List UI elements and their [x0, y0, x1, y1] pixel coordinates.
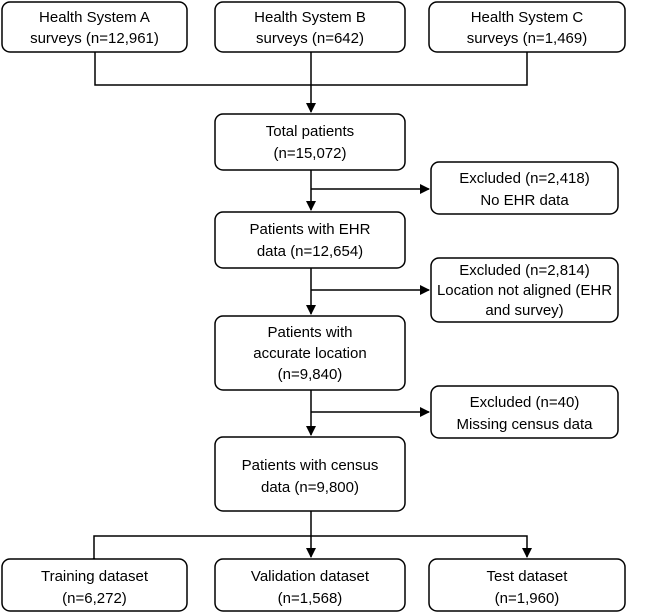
excluded-location-line1: Excluded (n=2,814)	[459, 262, 590, 279]
excluded-ehr-box: Excluded (n=2,418) No EHR data	[430, 161, 619, 215]
source-box-c: Health System C surveys (n=1,469)	[428, 1, 626, 53]
training-dataset-box: Training dataset (n=6,272)	[1, 558, 188, 612]
total-line1: Total patients	[266, 123, 354, 140]
excluded-census-line2: Missing census data	[457, 416, 594, 433]
source-box-a: Health System A surveys (n=12,961)	[1, 1, 188, 53]
with-ehr-box: Patients with EHR data (n=12,654)	[214, 211, 406, 269]
total-patients-box: Total patients (n=15,072)	[214, 113, 406, 171]
accurate-location-line1: Patients with	[267, 324, 352, 341]
excluded-location-line2: Location not aligned (EHR	[437, 282, 612, 299]
source-b-line2: surveys (n=642)	[256, 30, 364, 47]
with-ehr-line2: data (n=12,654)	[257, 243, 363, 260]
training-line2: (n=6,272)	[62, 590, 127, 607]
connectors	[89, 52, 532, 566]
source-c-line1: Health System C	[471, 9, 584, 26]
test-line2: (n=1,960)	[495, 590, 560, 607]
excluded-ehr-line2: No EHR data	[480, 192, 569, 209]
accurate-location-box: Patients with accurate location (n=9,840…	[214, 315, 406, 391]
validation-dataset-box: Validation dataset (n=1,568)	[214, 558, 406, 612]
excluded-location-line3: and survey)	[485, 302, 563, 319]
with-census-box: Patients with census data (n=9,800)	[214, 436, 406, 512]
training-line1: Training dataset	[41, 568, 149, 585]
test-line1: Test dataset	[487, 568, 569, 585]
with-ehr-line1: Patients with EHR	[250, 221, 371, 238]
source-b-line1: Health System B	[254, 9, 366, 26]
excluded-location-box: Excluded (n=2,814) Location not aligned …	[430, 257, 619, 323]
excluded-census-line1: Excluded (n=40)	[470, 394, 580, 411]
excluded-census-box: Excluded (n=40) Missing census data	[430, 385, 619, 439]
with-census-line2: data (n=9,800)	[261, 479, 359, 496]
source-a-line2: surveys (n=12,961)	[30, 30, 159, 47]
test-dataset-box: Test dataset (n=1,960)	[428, 558, 626, 612]
with-census-line1: Patients with census	[242, 457, 379, 474]
validation-line2: (n=1,568)	[278, 590, 343, 607]
validation-line1: Validation dataset	[251, 568, 370, 585]
source-box-b: Health System B surveys (n=642)	[214, 1, 406, 53]
source-a-line1: Health System A	[39, 9, 150, 26]
excluded-ehr-line1: Excluded (n=2,418)	[459, 170, 590, 187]
total-line2: (n=15,072)	[274, 145, 347, 162]
accurate-location-line3: (n=9,840)	[278, 366, 343, 383]
accurate-location-line2: accurate location	[253, 345, 366, 362]
source-c-line2: surveys (n=1,469)	[467, 30, 587, 47]
